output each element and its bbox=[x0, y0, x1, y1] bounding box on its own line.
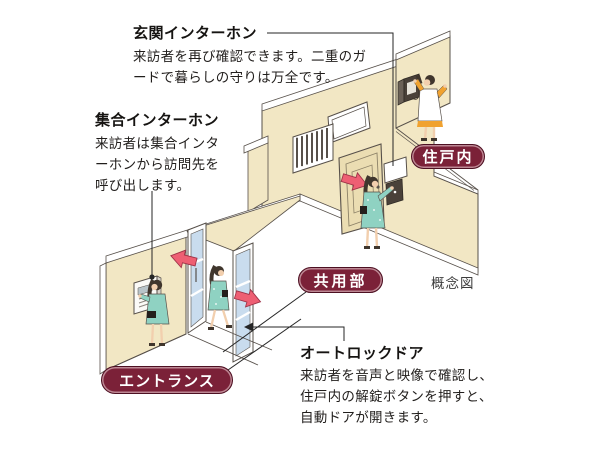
genkan-intercom-callout: 玄関インターホン 来訪者を再び確認できます。二重のガ ードで暮らしの守りは万全で… bbox=[133, 22, 366, 88]
autolock-door-left bbox=[187, 222, 207, 334]
unit-interior-label: 住戸内 bbox=[411, 144, 485, 169]
door-direction-arrow bbox=[340, 171, 368, 191]
visitor-at-door-figure bbox=[360, 175, 394, 249]
callout-lines bbox=[151, 32, 394, 371]
shugo-intercom-callout: 集合インターホン 来訪者は集合インタ ーホンから訪問先を 呼び出します。 bbox=[95, 109, 219, 196]
resident-figure bbox=[411, 74, 448, 141]
autolock-leader-line bbox=[252, 326, 345, 341]
entrance-leader-line bbox=[227, 318, 302, 371]
lattice-vent-icon bbox=[292, 123, 334, 174]
common-area-label: 共用部 bbox=[298, 267, 383, 293]
autolock-door-text-line: 自動ドアが開きます。 bbox=[300, 410, 437, 425]
genkan-leader-line bbox=[267, 32, 394, 166]
autolock-door-text-line: 来訪者を音声と映像で確認し、 bbox=[300, 368, 494, 383]
genkan-intercom-title: 玄関インターホン bbox=[133, 25, 258, 42]
autolock-door-callout: オートロックドア 来訪者を音声と映像で確認し、 住戸内の解錠ボタンを押すと、 自… bbox=[300, 342, 493, 428]
genkan-intercom-text-line: 来訪者を再び確認できます。二重のガ bbox=[133, 49, 367, 64]
shugo-intercom-text-line: 呼び出します。 bbox=[95, 178, 191, 193]
autolock-door-title: オートロックドア bbox=[300, 345, 425, 362]
autolock-door-right bbox=[232, 242, 254, 363]
shugo-intercom-text-line: ーホンから訪問先を bbox=[95, 157, 220, 172]
shugo-leader-dot bbox=[149, 274, 155, 280]
concept-figure-note: 概念図 bbox=[431, 276, 475, 291]
door-threshold-lines bbox=[187, 321, 273, 366]
walking-visitor-figure bbox=[207, 265, 232, 330]
shugo-intercom-title: 集合インターホン bbox=[95, 112, 220, 129]
exit-direction-arrow bbox=[170, 249, 198, 269]
shugo-intercom-text-line: 来訪者は集合インタ bbox=[95, 136, 220, 151]
doorbell-intercom-icon bbox=[383, 156, 408, 206]
common-area-leader-line bbox=[222, 291, 307, 353]
autolock-door-text-line: 住戸内の解錠ボタンを押すと、 bbox=[300, 389, 493, 404]
entrance-label: エントランス bbox=[101, 366, 233, 394]
genkan-intercom-text-line: ードで暮らしの守りは万全です。 bbox=[133, 70, 339, 85]
side-wall-band bbox=[243, 135, 269, 213]
enter-direction-arrow bbox=[233, 288, 262, 308]
visitor-at-panel-figure bbox=[138, 279, 170, 346]
autolock-leader-arrowhead bbox=[244, 322, 253, 332]
